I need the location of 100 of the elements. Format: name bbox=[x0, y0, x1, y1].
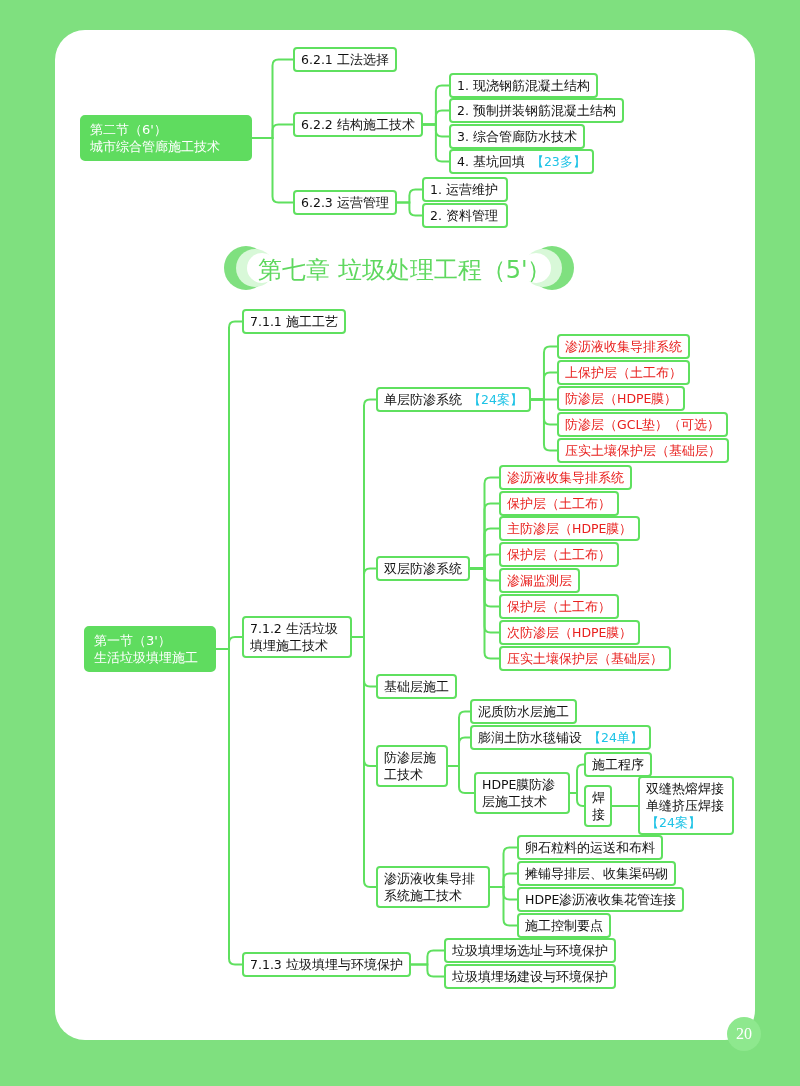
page-number-badge: 20 bbox=[727, 1017, 761, 1051]
topic-box bbox=[242, 616, 352, 658]
topic-text: 保护层（土工布） bbox=[507, 547, 611, 562]
topic-text: 泥质防水层施工 bbox=[478, 704, 569, 719]
connector-line bbox=[395, 201, 423, 217]
topic-box bbox=[499, 568, 580, 593]
topic-text: HDPE渗沥液收集花管连接 bbox=[525, 892, 677, 907]
connector-line bbox=[409, 963, 445, 978]
topic-box bbox=[517, 861, 676, 886]
topic-text: 上保护层（土工布） bbox=[565, 365, 682, 380]
topic-box bbox=[557, 412, 729, 437]
topic-box bbox=[449, 98, 624, 123]
topic-text: 基础层施工 bbox=[384, 679, 449, 694]
connector-line bbox=[215, 648, 243, 966]
topic-text: 6.2.3 运营管理 bbox=[301, 195, 389, 210]
topic-box bbox=[293, 190, 397, 215]
connector-line bbox=[611, 805, 639, 807]
topic-box bbox=[499, 465, 632, 490]
exam-tag: 【24案】 bbox=[646, 814, 726, 831]
topic-text: 压实土壤保护层（基础层） bbox=[565, 443, 721, 458]
topic-text: 防渗层（GCL垫）（可选） bbox=[565, 417, 721, 432]
topic-text: 1. 现浇钢筋混凝土结构 bbox=[457, 78, 590, 93]
topic-text: 渗沥液收集导排系统 bbox=[507, 470, 624, 485]
section-box bbox=[80, 115, 252, 161]
section-title: 生活垃圾填埋施工 bbox=[94, 649, 199, 666]
topic-box bbox=[517, 913, 611, 938]
topic-box bbox=[584, 785, 612, 827]
topic-box bbox=[444, 964, 616, 989]
topic-text: 保护层（土工布） bbox=[507, 599, 611, 614]
topic-text: 垃圾填埋场选址与环境保护 bbox=[452, 943, 608, 958]
topic-box bbox=[517, 835, 663, 860]
topic-text: 摊铺导排层、收集渠码砌 bbox=[525, 866, 668, 881]
topic-box bbox=[376, 866, 490, 908]
topic-box bbox=[557, 386, 686, 411]
topic-box bbox=[499, 594, 619, 619]
topic-box bbox=[499, 646, 671, 671]
topic-box bbox=[376, 387, 531, 412]
topic-box bbox=[557, 334, 690, 359]
topic-box bbox=[444, 938, 616, 963]
topic-text: 7.1.3 垃圾填埋与环境保护 bbox=[250, 957, 403, 972]
topic-text: 2. 资料管理 bbox=[430, 208, 498, 223]
exam-tag: 【24案】 bbox=[468, 392, 523, 407]
topic-box bbox=[376, 745, 448, 787]
section-heading: 第二节（6'） bbox=[90, 121, 168, 138]
exam-tag: 【24单】 bbox=[588, 730, 643, 745]
exam-tag: 【23多】 bbox=[530, 154, 586, 169]
topic-text: 渗沥液收集导排系统施工技术 bbox=[384, 871, 475, 903]
section-box bbox=[84, 626, 216, 672]
topic-box bbox=[499, 516, 641, 541]
topic-box bbox=[293, 47, 397, 72]
topic-text: 渗沥液收集导排系统 bbox=[565, 339, 682, 354]
connector-line bbox=[529, 398, 558, 452]
topic-text: 单层防渗系统 bbox=[384, 392, 462, 407]
topic-text: 次防渗层（HDPE膜） bbox=[507, 625, 633, 640]
connector-line bbox=[569, 792, 585, 807]
topic-box bbox=[517, 887, 685, 912]
topic-box bbox=[499, 491, 619, 516]
topic-text: 防渗层（HDPE膜） bbox=[565, 391, 678, 406]
chapter-title: 第七章 垃圾处理工程（5'） bbox=[258, 255, 552, 286]
topic-text: 保护层（土工布） bbox=[507, 496, 611, 511]
topic-text: 6.2.2 结构施工技术 bbox=[301, 117, 415, 132]
connector-line bbox=[351, 636, 377, 888]
topic-text: 7.1.1 施工工艺 bbox=[250, 314, 338, 329]
topic-box bbox=[376, 556, 470, 581]
connector-line bbox=[251, 137, 294, 204]
topic-text: 施工控制要点 bbox=[525, 918, 603, 933]
topic-box bbox=[449, 124, 585, 149]
topic-text: 防渗层施工技术 bbox=[384, 750, 436, 782]
topic-text: 7.1.2 生活垃圾填埋施工技术 bbox=[250, 621, 338, 653]
topic-text: 6.2.1 工法选择 bbox=[301, 52, 389, 67]
topic-text: 焊接 bbox=[592, 790, 605, 822]
topic-box bbox=[638, 776, 734, 835]
topic-box bbox=[422, 203, 508, 228]
topic-box bbox=[449, 149, 594, 174]
topic-box bbox=[557, 360, 690, 385]
topic-text: 施工程序 bbox=[592, 757, 644, 772]
topic-text: HDPE膜防渗层施工技术 bbox=[482, 777, 556, 809]
topic-box bbox=[242, 309, 346, 334]
topic-box bbox=[422, 177, 508, 202]
topic-text: 渗漏监测层 bbox=[507, 573, 572, 588]
topic-text: 4. 基坑回填 bbox=[457, 154, 525, 169]
topic-box bbox=[376, 674, 457, 699]
topic-box bbox=[584, 752, 652, 777]
topic-text: 压实土壤保护层（基础层） bbox=[507, 651, 663, 666]
topic-text: 2. 预制拼装钢筋混凝土结构 bbox=[457, 103, 616, 118]
topic-box bbox=[470, 699, 577, 724]
topic-box bbox=[470, 725, 651, 750]
topic-text: 双层防渗系统 bbox=[384, 561, 462, 576]
topic-text: 主防渗层（HDPE膜） bbox=[507, 521, 633, 536]
topic-text: 垃圾填埋场建设与环境保护 bbox=[452, 969, 608, 984]
topic-text: 3. 综合管廊防水技术 bbox=[457, 129, 577, 144]
topic-box bbox=[293, 112, 423, 137]
topic-box bbox=[499, 620, 641, 645]
topic-text: 膨润土防水毯铺设 bbox=[478, 730, 582, 745]
topic-text: 卵石粒料的运送和布料 bbox=[525, 840, 655, 855]
topic-box bbox=[242, 952, 411, 977]
section-title: 城市综合管廊施工技术 bbox=[90, 138, 221, 155]
topic-box bbox=[557, 438, 729, 463]
topic-box bbox=[474, 772, 570, 814]
topic-box bbox=[499, 542, 619, 567]
